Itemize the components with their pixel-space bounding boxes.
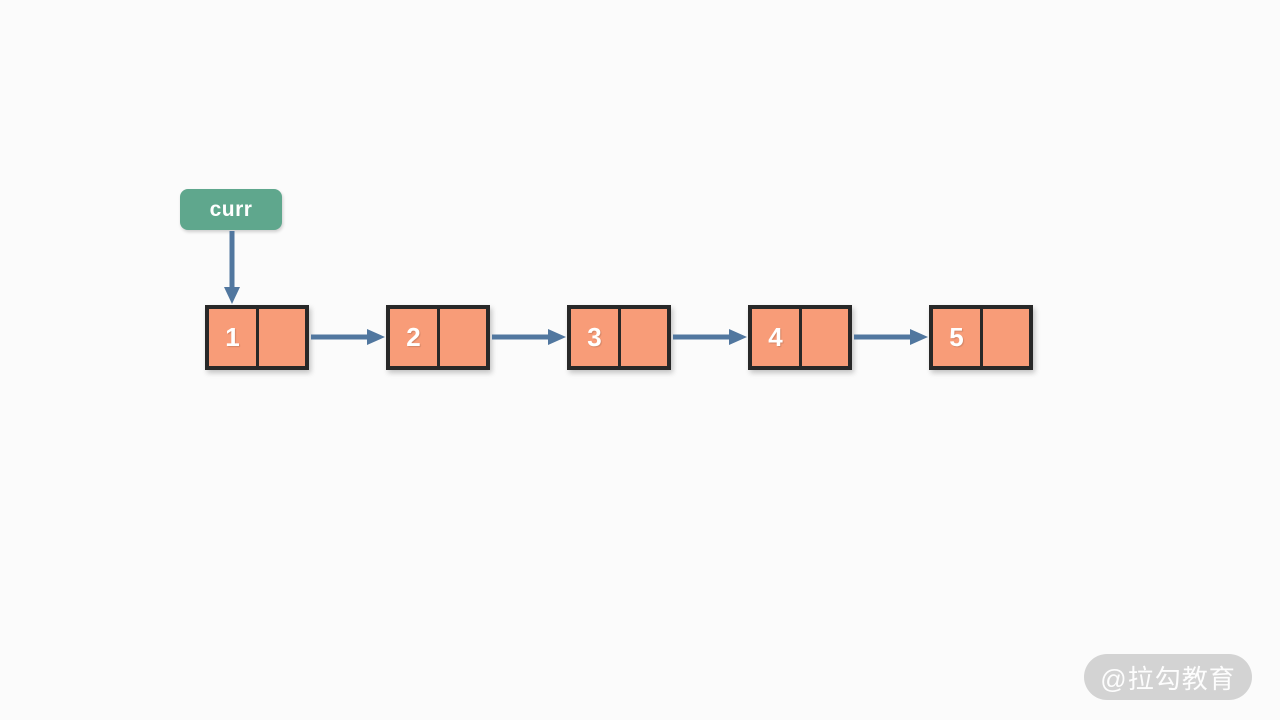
node-cell-divider	[980, 309, 983, 366]
node-pointer-cell	[259, 309, 305, 366]
node-cell-divider	[256, 309, 259, 366]
curr-pointer-label: curr	[180, 189, 282, 230]
node-value: 3	[571, 309, 618, 366]
list-node-1: 1	[205, 305, 309, 370]
list-node-2: 2	[386, 305, 490, 370]
lagou-education-watermark: @拉勾教育	[1084, 654, 1252, 700]
node-value: 2	[390, 309, 437, 366]
next-arrow-1-2-icon	[311, 329, 385, 345]
curr-down-arrow-icon	[224, 231, 240, 304]
node-cell-divider	[437, 309, 440, 366]
node-cell-divider	[618, 309, 621, 366]
list-node-3: 3	[567, 305, 671, 370]
node-cell-divider	[799, 309, 802, 366]
next-arrow-4-5-icon	[854, 329, 928, 345]
list-node-4: 4	[748, 305, 852, 370]
node-pointer-cell	[802, 309, 848, 366]
next-arrow-3-4-icon	[673, 329, 747, 345]
node-value: 4	[752, 309, 799, 366]
node-pointer-cell	[440, 309, 486, 366]
node-value: 5	[933, 309, 980, 366]
node-pointer-cell	[621, 309, 667, 366]
list-node-5: 5	[929, 305, 1033, 370]
node-pointer-cell	[983, 309, 1029, 366]
node-value: 1	[209, 309, 256, 366]
next-arrow-2-3-icon	[492, 329, 566, 345]
